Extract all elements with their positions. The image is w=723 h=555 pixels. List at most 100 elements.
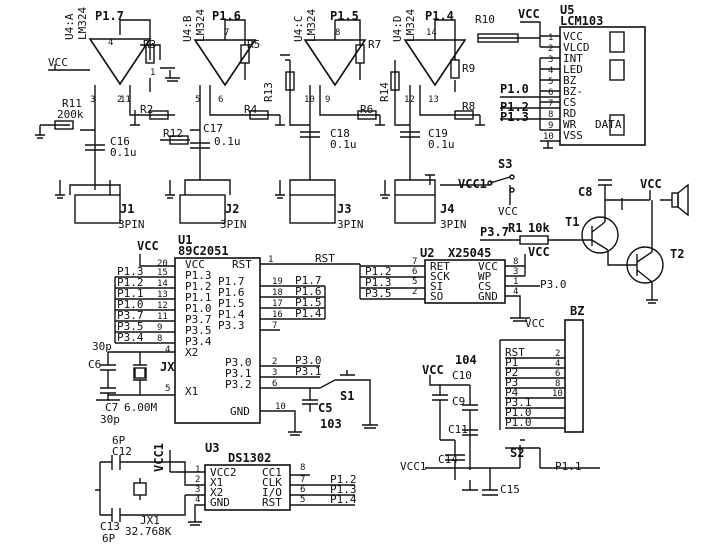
mcu-left-net: P3.5 (117, 320, 144, 333)
opamp-c-gain-r: R13 (262, 82, 275, 102)
rtc-u3: U3 DS1302 VCC1 VCC2 X1 X2 GND CC1 CLK I/… (95, 434, 357, 545)
c13-value: 6P (102, 532, 116, 545)
mcu-pin: P3.0 (225, 356, 252, 369)
c13-label: C13 (100, 520, 120, 533)
pin-num: 8 (335, 28, 340, 38)
mcu-pin: P1.4 (218, 308, 245, 321)
opamp-d-part: LM324 (404, 9, 417, 42)
eeprom-vcc2-label: VCC (525, 317, 545, 330)
mcu-pin: P1.0 (185, 302, 212, 315)
pin-num: 9 (157, 323, 162, 333)
mcu-pin: P1.1 (185, 291, 212, 304)
connector-net: P2 (505, 366, 518, 379)
c9-label: C9 (452, 395, 465, 408)
opamp-d-input-r: R8 (462, 100, 475, 113)
mcu-left-net: P1.0 (117, 298, 144, 311)
s2-label: S2 (510, 446, 524, 460)
pin-num: 8 (513, 257, 518, 267)
pin-num: 13 (428, 95, 439, 105)
lcd-pin: VLCD (563, 41, 590, 54)
connector-net: RST (505, 346, 525, 359)
jack-j2-type: 3PIN (220, 218, 247, 231)
opamp-c-input-r: R6 (360, 103, 373, 116)
c10-label: C10 (452, 369, 472, 382)
pin-num: 5 (195, 95, 200, 105)
pin-num: 16 (272, 310, 283, 320)
rtc-vcc1-label: VCC1 (152, 443, 166, 472)
c8-label: C8 (578, 185, 592, 199)
lcd-part: LCM103 (560, 14, 603, 28)
eeprom-net: P1.2 (365, 265, 392, 278)
pin-num: 8 (555, 379, 560, 389)
opamp-b-block: P1.6 U4:B LM324 R5 R4 R12 C17 0.1u J2 3P… (160, 9, 285, 231)
pin-num: 7 (300, 475, 305, 485)
rtc-pin: CC1 (262, 466, 282, 479)
lcd-pin: WR (563, 118, 577, 131)
mcu-part: 89C2051 (178, 244, 229, 258)
eeprom-vcc-label: VCC (528, 245, 550, 259)
lcd-pin: INT (563, 52, 583, 65)
pin-num: 14 (426, 28, 437, 38)
c11-label: C11 (448, 423, 468, 436)
pin-num: 18 (272, 288, 283, 298)
mcu-name: U1 (178, 233, 192, 247)
opamp-a-gain-r: R11 (62, 97, 82, 110)
lcd-pin: BZ- (563, 85, 583, 98)
eeprom-pin: CS (478, 280, 491, 293)
pin-num: 6 (548, 88, 553, 98)
pin-num: 11 (120, 95, 131, 105)
r14-body (390, 71, 400, 91)
pin-num: 1 (195, 465, 200, 475)
r1-body (519, 235, 549, 245)
pin-num: 10 (552, 389, 563, 399)
pin-num: 2 (117, 95, 122, 105)
mcu-pin: P3.1 (225, 367, 252, 380)
lcd-net: P1.0 (500, 82, 529, 96)
lcd-name: U5 (560, 3, 574, 17)
connector-net: P3.1 (505, 396, 532, 409)
opamp-a-part: LM324 (76, 7, 89, 40)
pin-num: 13 (157, 290, 168, 300)
mcu-u1: U1 89C2051 VCC VCC P1.3 P1.2 P1.1 P1.0 P… (114, 233, 360, 436)
pin-num: 9 (548, 121, 553, 131)
opamp-b-part: LM324 (194, 9, 207, 42)
pin-num: 6 (555, 369, 560, 379)
pin-num: 6 (218, 95, 223, 105)
s2-net: P1.1 (555, 460, 582, 473)
connector-bz: BZ RST P1 P2 P3 P4 P3.1 P1.0 P1.0 2 4 6 … (499, 304, 584, 433)
pin-num: 10 (275, 402, 286, 412)
c12-value: 6P (112, 434, 126, 447)
jx-label: JX (160, 360, 175, 374)
eeprom-pin: SO (430, 290, 443, 303)
jack-j3-type: 3PIN (337, 218, 364, 231)
reset-circuit: S1 C5 103 (302, 370, 378, 431)
c12-label: C12 (112, 445, 132, 458)
pin-num: 5 (548, 77, 553, 87)
mcu-vcc-label: VCC (137, 239, 159, 253)
c5-label: C5 (318, 401, 332, 415)
pin-num: 4 (195, 495, 200, 505)
opamp-b-name: U4:B (181, 15, 194, 42)
opamp-d-gain-r: R14 (378, 82, 391, 102)
speaker-net: P3.7 (480, 225, 509, 239)
pin-num: 3 (513, 267, 518, 277)
rtc-body (204, 464, 291, 511)
c14-vcc1-label: VCC1 (400, 460, 427, 473)
switch-s3: S3 VCC1 VCC (425, 157, 518, 218)
opamp-d-name: U4:D (391, 16, 404, 43)
jack-j4-type: 3PIN (440, 218, 467, 231)
connector-name: BZ (570, 304, 584, 318)
c6-value: 30p (92, 340, 112, 353)
eeprom-name: U2 (420, 246, 434, 260)
c15-label: C15 (500, 483, 520, 496)
opamp-a-cap-value: 0.1u (110, 146, 137, 159)
mcu-right-net: P3.0 (295, 354, 322, 367)
opamp-d-cap: C19 (428, 127, 448, 140)
opamp-b-cap: C17 (203, 122, 223, 135)
r12-body (169, 135, 189, 145)
c7-value: 30p (100, 413, 120, 426)
pin-num: 3 (195, 485, 200, 495)
mcu-pin: P3.4 (185, 335, 212, 348)
xtal-body (133, 367, 147, 379)
pin-num: 2 (195, 475, 200, 485)
